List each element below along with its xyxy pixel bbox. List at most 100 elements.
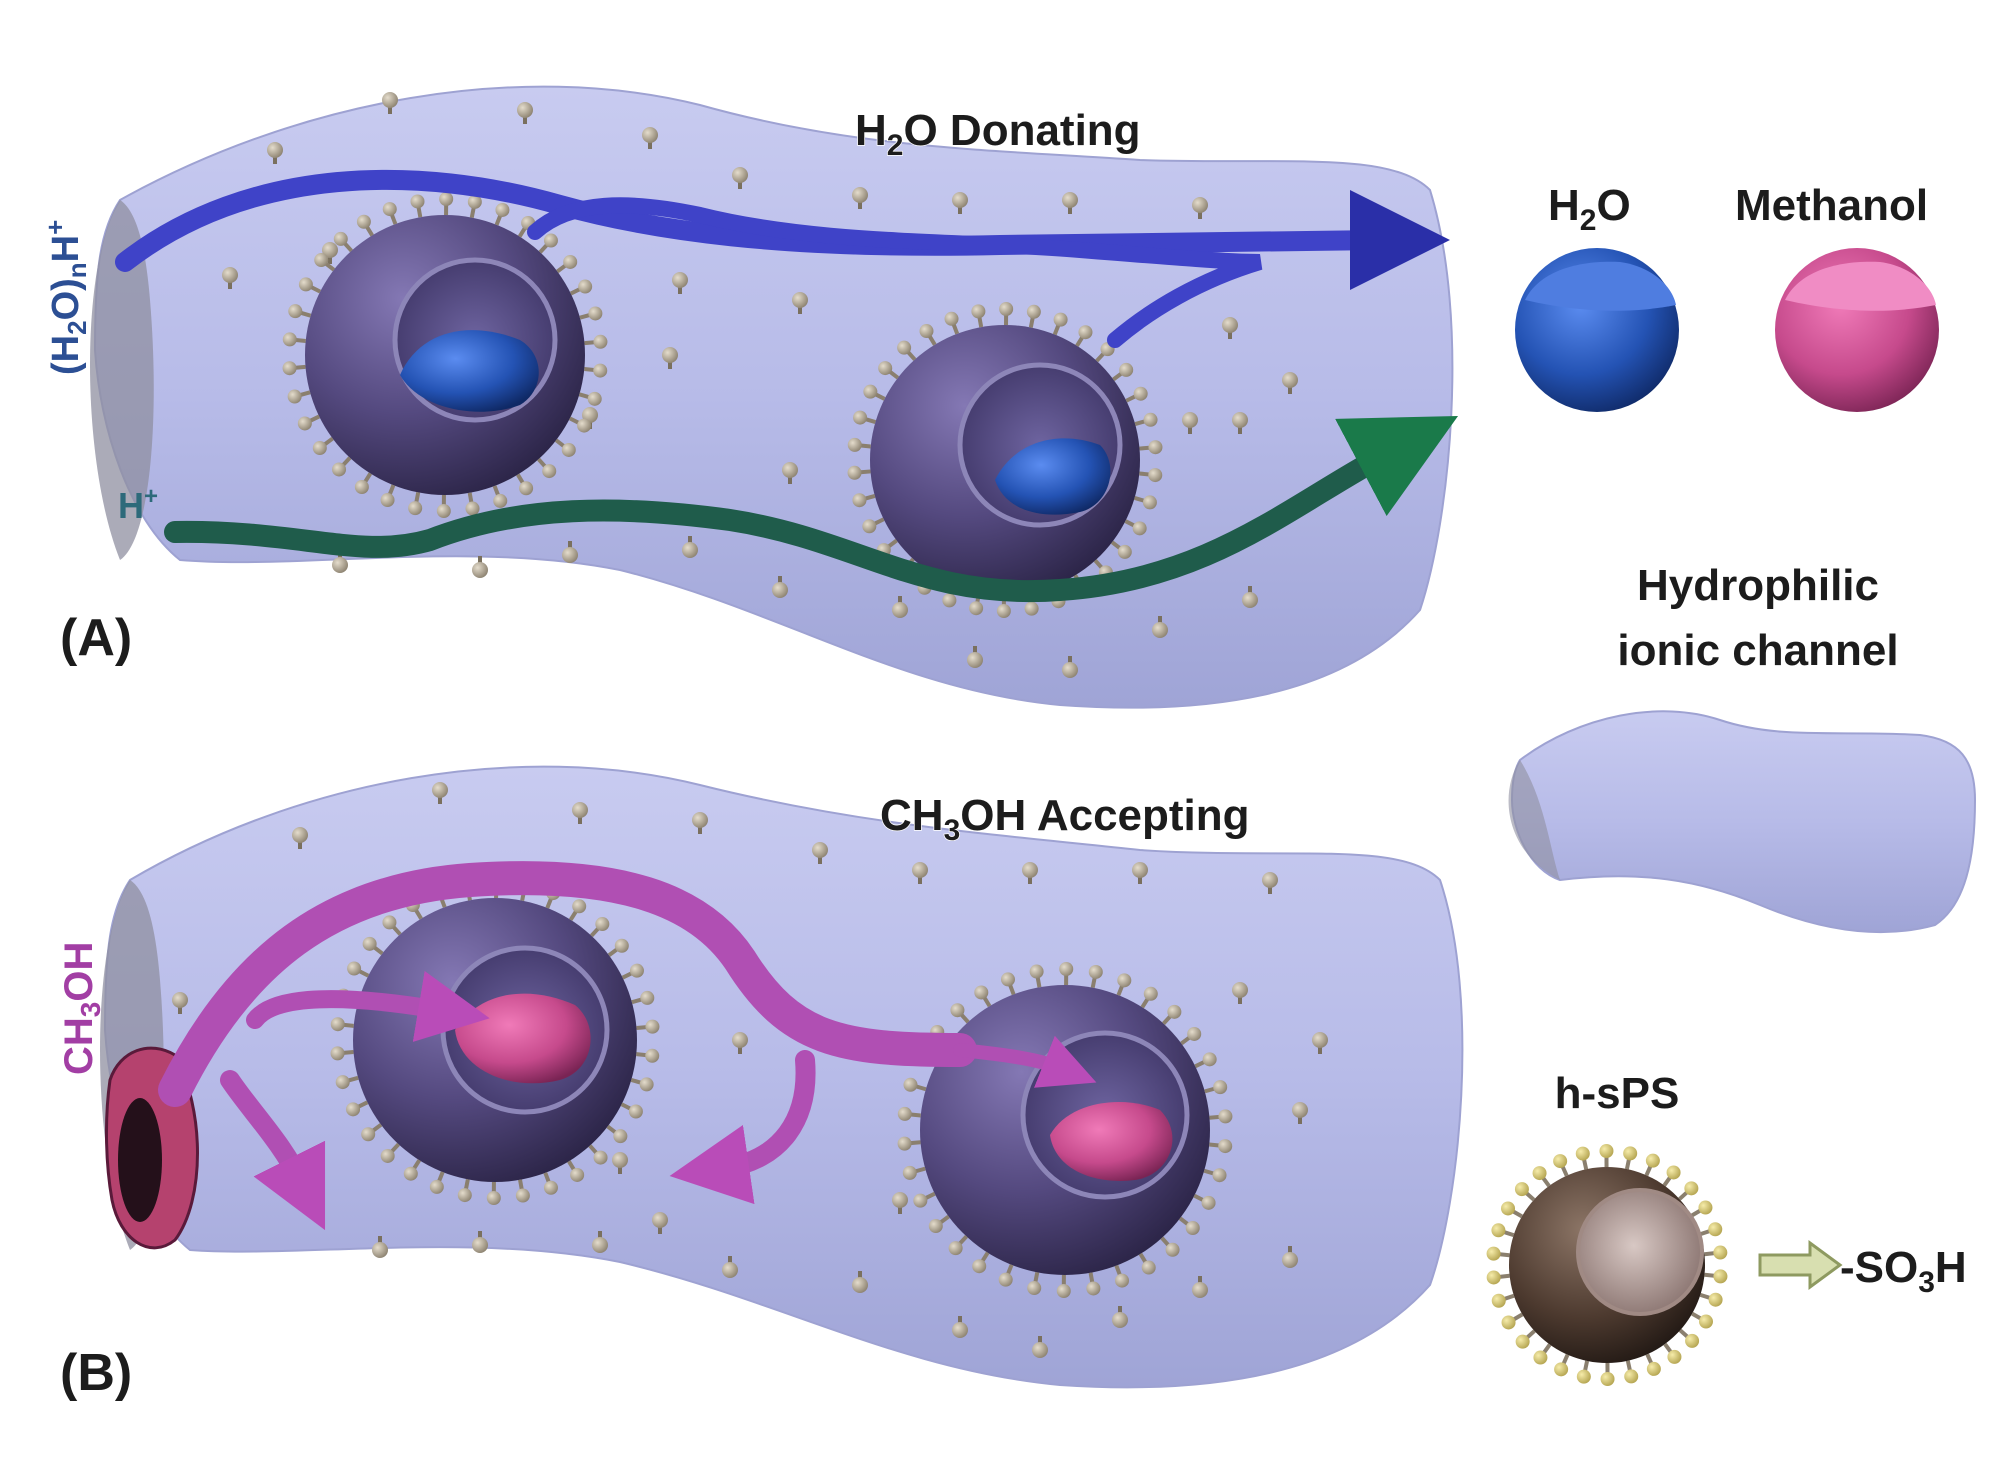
sulfonic-spike xyxy=(1125,386,1148,403)
sulfonic-spike xyxy=(919,324,937,346)
sulfonic-spike xyxy=(1139,440,1163,455)
sulfonic-spike xyxy=(621,963,644,980)
sulfonic-spike xyxy=(492,485,508,508)
sulfonic-spike xyxy=(380,1142,401,1163)
legend-so3h-label: -SO3H xyxy=(1840,1243,1967,1299)
sulfonic-spike xyxy=(356,214,374,237)
sulfonic-pin xyxy=(1232,412,1248,434)
sulfonic-spike xyxy=(1000,972,1016,996)
sulfonic-spike xyxy=(330,1046,354,1061)
sulfonic-spike xyxy=(1599,1144,1614,1168)
panel-a: H2O Donating (H2O)nH+ H+ (A) xyxy=(40,85,1459,709)
sulfonic-spike xyxy=(1138,1252,1156,1275)
sulfonic-spike xyxy=(1486,1246,1510,1261)
sulfonic-pin xyxy=(952,192,968,214)
sulfonic-spike xyxy=(288,304,312,319)
sulfonic-pin xyxy=(472,556,488,578)
sulfonic-pin xyxy=(672,272,688,294)
sulfonic-pin xyxy=(1222,317,1238,339)
proton-path xyxy=(164,415,1459,603)
sulfonic-spike xyxy=(1704,1245,1728,1260)
sulfonic-spike xyxy=(862,517,885,534)
sulfonic-pin xyxy=(852,1271,868,1293)
sulfonic-spike xyxy=(333,231,353,253)
sulfonic-spike xyxy=(1501,1312,1524,1330)
sulfonic-pin xyxy=(1152,616,1168,638)
sulfonic-spike xyxy=(1533,1343,1552,1365)
sulfonic-spike xyxy=(1204,1080,1228,1095)
sulfonic-spike xyxy=(847,465,871,480)
legend: H2O Methanol Hydrophilic ionic channel h… xyxy=(1486,180,1977,1386)
sulfonic-spike xyxy=(928,1214,950,1234)
sulfonic-spike xyxy=(1624,1360,1639,1384)
sulfonic-spike xyxy=(1209,1139,1233,1154)
water-droplet-icon xyxy=(1515,248,1679,412)
sulfonic-pin xyxy=(1242,586,1258,608)
sulfonic-spike xyxy=(1139,468,1163,483)
sulfonic-spike xyxy=(1086,1272,1101,1296)
sulfonic-spike xyxy=(1644,1153,1660,1177)
sulfonic-pin xyxy=(222,267,238,289)
sulfonic-spike xyxy=(853,410,876,425)
sulfonic-spike xyxy=(903,1077,927,1092)
sulfonic-spike xyxy=(1645,1353,1661,1376)
sulfonic-spike xyxy=(1532,1166,1551,1188)
sulfonic-spike xyxy=(1678,1328,1700,1348)
sulfonic-spike xyxy=(1029,964,1044,988)
sulfonic-spike xyxy=(1112,362,1134,382)
sulfonic-spike xyxy=(362,936,384,956)
panel-a-title: H2O Donating xyxy=(855,106,1141,162)
sulfonic-pin xyxy=(967,646,983,668)
methanol-flow-label: CH3OH xyxy=(57,942,106,1075)
sulfonic-pin xyxy=(612,1152,628,1174)
sulfonic-pin xyxy=(562,541,578,563)
sulfonic-spike xyxy=(944,311,960,335)
sulfonic-spike xyxy=(950,1003,970,1024)
sulfonic-pin xyxy=(1022,862,1038,884)
sulfonic-spike xyxy=(1133,495,1157,510)
sulfonic-pin xyxy=(692,812,708,834)
ionic-channel-b xyxy=(103,765,1464,1389)
methanol-branch-2 xyxy=(220,1070,326,1231)
sulfonic-pin xyxy=(1182,412,1198,434)
sulfonic-spike xyxy=(408,492,423,516)
methanol-branch-3 xyxy=(669,1050,816,1205)
hsps-particle-icon xyxy=(1486,1144,1728,1386)
panel-a-letter: (A) xyxy=(60,609,132,667)
sulfonic-spike xyxy=(1515,1329,1536,1349)
sulfonic-spike xyxy=(543,1172,558,1195)
methanol-branch-4 xyxy=(953,1035,1097,1088)
sulfonic-spike xyxy=(998,1264,1014,1287)
sulfonic-spike xyxy=(312,436,334,456)
sulfonic-spike xyxy=(972,1251,990,1274)
sulfonic-spike xyxy=(1116,973,1132,996)
sulfonic-spike xyxy=(1491,1293,1515,1308)
sulfonic-pin xyxy=(1282,1246,1298,1268)
sulfonic-spike xyxy=(467,194,482,218)
sulfonic-spike xyxy=(1554,1353,1570,1377)
sulfonic-spike xyxy=(1140,986,1158,1009)
sulfonic-spike xyxy=(382,915,402,936)
sulfonic-spike xyxy=(465,492,480,516)
methanol-branch-1 xyxy=(246,970,490,1042)
sulfonic-spike xyxy=(1576,1360,1591,1384)
sulfonic-spike xyxy=(584,334,608,349)
sulfonic-spike xyxy=(494,202,510,226)
sulfonic-spike xyxy=(556,254,578,274)
sulfonic-pin xyxy=(1192,197,1208,219)
sulfonic-pin xyxy=(1312,1032,1328,1054)
sulfonic-spike xyxy=(515,1179,530,1203)
channel-opening-a xyxy=(90,200,154,560)
sulfonic-spike xyxy=(330,1017,354,1032)
proton-label: H+ xyxy=(118,483,158,526)
sulfonic-pin xyxy=(1032,1336,1048,1358)
legend-water-label: H2O xyxy=(1548,181,1631,237)
sulfonic-pin xyxy=(722,1256,738,1278)
sulfonic-spike xyxy=(1486,1270,1510,1285)
sulfonic-pin xyxy=(642,127,658,149)
sulfonic-spike xyxy=(457,1178,472,1203)
legend-channel-line1: Hydrophilic xyxy=(1637,561,1879,610)
sulfonic-pin xyxy=(292,827,308,849)
sulfonic-spike xyxy=(636,1048,660,1063)
sulfonic-spike xyxy=(429,1171,445,1194)
